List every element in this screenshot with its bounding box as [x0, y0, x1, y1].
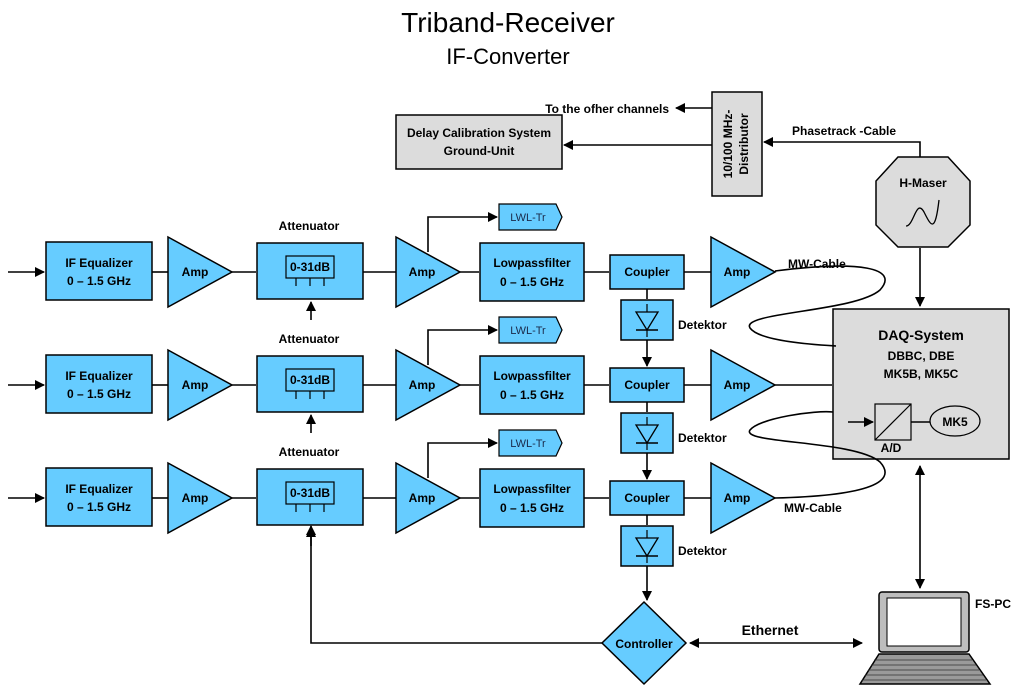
ad-label: A/D: [881, 441, 902, 455]
lowpass-range: 0 – 1.5 GHz: [500, 501, 564, 515]
if-equalizer-range: 0 – 1.5 GHz: [67, 500, 131, 514]
lwl-tap-arrow: [427, 325, 498, 365]
daq-line1: DBBC, DBE: [888, 349, 955, 363]
daq-system: DAQ-System DBBC, DBE MK5B, MK5C A/D MK5: [832, 308, 1010, 460]
daq-title: DAQ-System: [878, 327, 964, 343]
amp-3-label: Amp: [724, 491, 751, 505]
amp-1-label: Amp: [182, 378, 209, 392]
if-equalizer-label: IF Equalizer: [65, 369, 133, 383]
lwl-transmitter-block: [498, 429, 563, 457]
lwl-tap-arrow: [427, 438, 498, 478]
detektor-label: Detektor: [678, 544, 727, 558]
delay-cal-line1: Delay Calibration System: [407, 126, 551, 140]
mw-cable-3: [749, 410, 886, 499]
coupler-label: Coupler: [624, 378, 670, 392]
if-equalizer-block: [45, 241, 153, 301]
amp-2-label: Amp: [409, 378, 436, 392]
amp-3-triangle: [710, 235, 777, 309]
mw-cable-label-3: MW-Cable: [784, 501, 842, 515]
attenuator-value: 0-31dB: [290, 373, 330, 387]
phasetrack-label: Phasetrack -Cable: [792, 124, 896, 138]
amp-1-triangle: [167, 348, 234, 422]
amp-3-triangle: [710, 461, 777, 535]
lowpass-filter-block: [479, 468, 585, 528]
mw-cable-1: [749, 265, 886, 347]
diagram-subtitle: IF-Converter: [446, 44, 569, 69]
if-equalizer-range: 0 – 1.5 GHz: [67, 387, 131, 401]
coupler-block: [609, 367, 685, 403]
attenuator-value: 0-31dB: [290, 260, 330, 274]
delay-calibration-block: Delay Calibration System Ground-Unit: [395, 114, 563, 170]
lowpass-range: 0 – 1.5 GHz: [500, 275, 564, 289]
controller-label: Controller: [615, 637, 673, 651]
attenuator-title: Attenuator: [279, 445, 340, 459]
mw-cable-label-1: MW-Cable: [788, 257, 846, 271]
lwl-transmitter-block: [498, 203, 563, 231]
if-equalizer-range: 0 – 1.5 GHz: [67, 274, 131, 288]
lwl-label: LWL-Tr: [510, 325, 546, 337]
lowpass-label: Lowpassfilter: [493, 256, 571, 270]
distributor-block: 10/100 MHz- Distributor: [711, 91, 763, 197]
amp-1-label: Amp: [182, 491, 209, 505]
lwl-label: LWL-Tr: [510, 212, 546, 224]
amp-2-triangle: [395, 461, 462, 535]
delay-cal-line2: Ground-Unit: [444, 144, 515, 158]
lowpass-filter-block: [479, 242, 585, 302]
mk5-unit: [929, 405, 981, 437]
ethernet-label: Ethernet: [742, 622, 799, 638]
amp-1-triangle: [167, 235, 234, 309]
fs-pc-laptop-icon: [858, 591, 992, 685]
if-equalizer-label: IF Equalizer: [65, 482, 133, 496]
distributor-line1: 10/100 MHz-: [721, 110, 735, 179]
lwl-transmitter-block: [498, 316, 563, 344]
diagram-title: Triband-Receiver: [401, 7, 615, 38]
daq-line2: MK5B, MK5C: [884, 367, 959, 381]
receiver-chain-3: IF Equalizer 0 – 1.5 GHz Amp Attenuator 0-31…: [8, 429, 777, 601]
lwl-label: LWL-Tr: [510, 438, 546, 450]
amp-3-triangle: [710, 348, 777, 422]
controller-block: Controller: [600, 600, 688, 686]
h-maser: H-Maser: [875, 156, 971, 248]
if-equalizer-block: [45, 354, 153, 414]
controller-to-attenuator: [306, 525, 602, 644]
amp-3-label: Amp: [724, 378, 751, 392]
amp-2-label: Amp: [409, 491, 436, 505]
lowpass-range: 0 – 1.5 GHz: [500, 388, 564, 402]
detektor-label: Detektor: [678, 318, 727, 332]
detektor-label: Detektor: [678, 431, 727, 445]
coupler-label: Coupler: [624, 265, 670, 279]
if-equalizer-label: IF Equalizer: [65, 256, 133, 270]
lwl-tap-arrow: [427, 212, 498, 252]
if-equalizer-block: [45, 467, 153, 527]
fs-pc-label: FS-PC: [975, 597, 1011, 611]
h-maser-label: H-Maser: [899, 176, 947, 190]
other-channels-label: To the ofher channels: [545, 102, 669, 116]
amp-3-label: Amp: [724, 265, 751, 279]
amp-1-label: Amp: [182, 265, 209, 279]
amp-1-triangle: [167, 461, 234, 535]
amp-2-label: Amp: [409, 265, 436, 279]
lowpass-label: Lowpassfilter: [493, 482, 571, 496]
attenuator-title: Attenuator: [279, 332, 340, 346]
sine-wave-icon: [905, 199, 940, 227]
mk5-label: MK5: [942, 415, 968, 429]
amp-2-triangle: [395, 348, 462, 422]
distributor-line2: Distributor: [737, 113, 751, 175]
lowpass-label: Lowpassfilter: [493, 369, 571, 383]
amp-2-triangle: [395, 235, 462, 309]
lowpass-filter-block: [479, 355, 585, 415]
coupler-label: Coupler: [624, 491, 670, 505]
attenuator-title: Attenuator: [279, 219, 340, 233]
attenuator-value: 0-31dB: [290, 486, 330, 500]
